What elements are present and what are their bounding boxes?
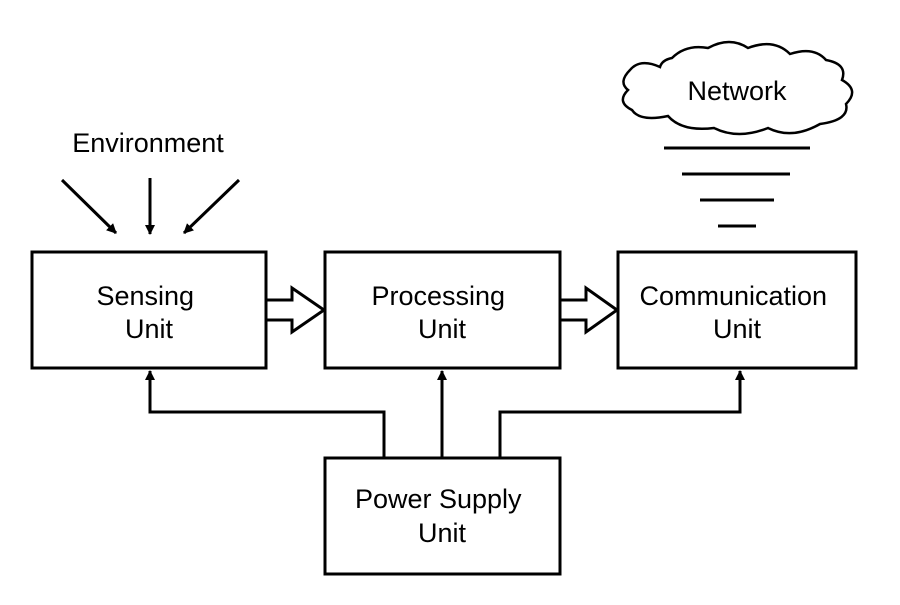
power-supply-unit-label-line2: Unit xyxy=(418,518,467,548)
power-distribution-lines xyxy=(145,370,745,458)
processing-unit-box: Processing Unit xyxy=(323,250,562,370)
processing-unit-label-line2: Unit xyxy=(418,314,467,344)
svg-text:Power Supply Unit: Power Supply Unit xyxy=(355,484,529,548)
power-supply-unit-box: Power Supply Unit xyxy=(323,456,562,576)
communication-unit-label-line1: Communication xyxy=(639,281,827,311)
communication-unit-label-line2: Unit xyxy=(713,314,762,344)
environment-arrows xyxy=(60,178,241,235)
svg-text:Processing Unit: Processing Unit xyxy=(371,281,512,344)
environment-arrow-right xyxy=(182,178,241,235)
power-to-communication-arrow xyxy=(498,370,745,458)
power-to-sensing-arrow xyxy=(145,370,386,458)
antenna-icon xyxy=(664,146,810,228)
processing-unit-label-line1: Processing xyxy=(371,281,505,311)
sensing-to-processing-arrow xyxy=(264,285,327,335)
sensing-unit-label-line1: Sensing xyxy=(96,281,194,311)
environment-arrow-left xyxy=(60,178,118,235)
communication-unit-box: Communication Unit xyxy=(616,250,858,370)
network-cloud: Network xyxy=(621,40,854,136)
svg-text:Sensing Unit: Sensing Unit xyxy=(96,281,201,344)
cloud-icon xyxy=(621,40,854,136)
svg-text:Communication Unit: Communication Unit xyxy=(639,281,834,344)
environment-label: Environment xyxy=(72,128,224,158)
sensing-unit-label-line2: Unit xyxy=(125,314,174,344)
network-label: Network xyxy=(687,76,787,106)
power-supply-unit-label-line1: Power Supply xyxy=(355,484,522,514)
processing-to-communication-arrow xyxy=(558,285,620,335)
sensing-unit-box: Sensing Unit xyxy=(30,250,268,370)
